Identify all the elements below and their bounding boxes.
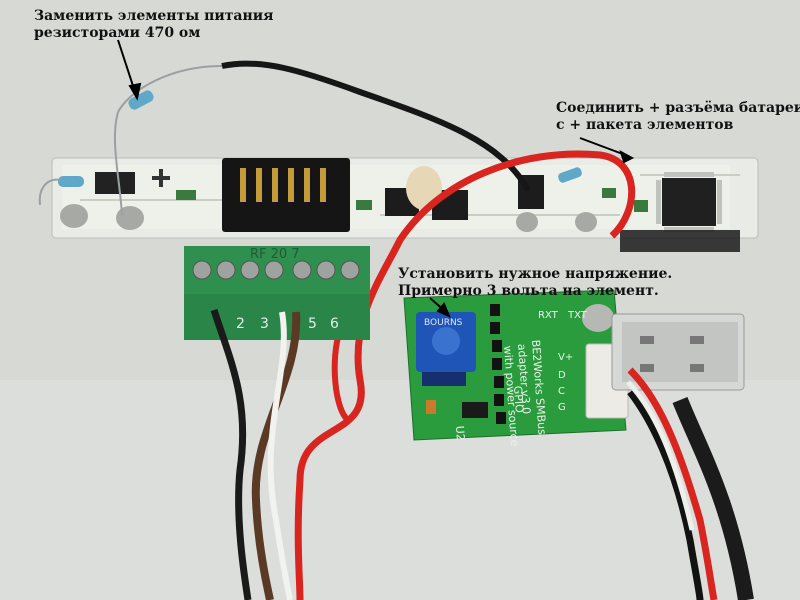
adapter-txt-label: TXT	[567, 310, 588, 321]
annotation-arrows	[117, 39, 635, 318]
terminal-number-6: 6	[330, 316, 339, 332]
annotation-line: Соединить + разъёма батареи	[556, 100, 800, 116]
annotation-set-voltage: Установить нужное напряжение. Примерно 3…	[398, 266, 672, 300]
red-wire	[294, 150, 636, 600]
adapter-d-label: D	[558, 370, 566, 381]
adapter-gpio-label: GPIO	[511, 385, 526, 413]
adapter-vplus-label: V+	[558, 352, 573, 363]
adapter-u2-label: U2	[453, 425, 467, 441]
annotation-line: резисторами 470 ом	[34, 25, 201, 41]
annotation-line: Заменить элементы питания	[34, 8, 274, 24]
adapter-rxt-label: RXT	[538, 310, 559, 321]
microcontroller-chip	[662, 178, 716, 226]
usb-black-cable	[672, 397, 754, 600]
adapter-black-wire	[627, 389, 704, 600]
adapter-silkscreen-line-2: adapter v3.0	[515, 343, 533, 414]
black-wire-top	[221, 60, 531, 192]
terminal-block-label: RF 20 7	[250, 247, 300, 262]
smbus-adapter-board	[403, 289, 745, 441]
potentiometer-label: BOURNS	[424, 318, 463, 328]
adapter-white-wire	[626, 380, 695, 531]
brown-wire	[251, 311, 301, 600]
terminal-number-3: 3	[260, 316, 269, 332]
annotation-line: с + пакета элементов	[556, 117, 734, 133]
resistor-left	[38, 176, 84, 206]
annotation-connect-battery: Соединить + разъёма батареи с + пакета э…	[556, 100, 800, 134]
annotation-line: Примерно 3 вольта на элемент.	[398, 283, 659, 299]
annotation-replace-cells: Заменить элементы питания резисторами 47…	[34, 8, 273, 42]
adapter-c-label: C	[558, 386, 565, 397]
chip-1	[95, 172, 135, 194]
resistor-top	[113, 65, 223, 216]
terminal-number-5: 5	[308, 316, 317, 332]
black-wire-down	[210, 308, 252, 600]
battery-connector	[222, 158, 350, 232]
terminal-number-2: 2	[236, 316, 245, 332]
adapter-red-wire	[627, 367, 718, 600]
adapter-g-label: G	[558, 402, 566, 413]
white-wire	[267, 311, 293, 600]
annotation-line: Установить нужное напряжение.	[398, 266, 673, 282]
resistor-right	[558, 167, 582, 183]
